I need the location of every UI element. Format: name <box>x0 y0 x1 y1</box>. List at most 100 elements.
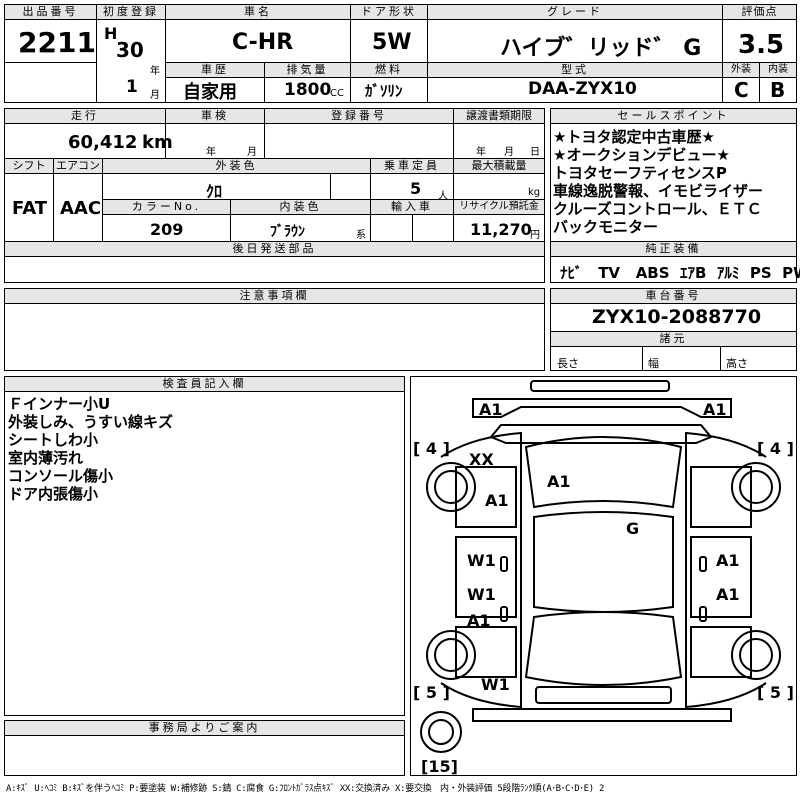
car-name: C-HR <box>232 30 294 55</box>
ext-score: C <box>734 78 749 102</box>
later-parts-label: 後日発送部品 <box>5 242 544 257</box>
damage-code: A1 <box>485 491 509 510</box>
tyre-front-right: [ 4 ] <box>757 439 794 458</box>
equipment-label: 純正装備 <box>551 242 796 257</box>
legend-text: A:ｷｽﾞ U:ﾍｺﾐ B:ｷｽﾞを伴うﾍｺﾐ P:要塗装 W:補修跡 S:錆 … <box>6 784 605 794</box>
history-label: 車歴 <box>166 63 264 78</box>
ac: AAC <box>60 198 102 219</box>
score: 3.5 <box>738 30 785 60</box>
transfer-label: 譲渡書類期限 <box>454 109 544 124</box>
reg-year: 30 <box>116 38 144 62</box>
damage-code: W1 <box>481 675 510 694</box>
inspector-label: 検査員記入欄 <box>5 377 404 392</box>
inspector-notes-list: Ｆインナー小U 外装しみ、うすい線キズ シートしわ小 室内薄汚れ コンソール傷小… <box>8 395 173 503</box>
equip-airbag: ｴｱB <box>680 264 707 282</box>
transfer-month-unit: 月 <box>504 147 514 158</box>
inspection-year-unit: 年 <box>206 147 216 158</box>
office-label: 事務局よりご案内 <box>5 721 404 736</box>
damage-code: A1 <box>716 551 740 570</box>
inspector-note: 外装しみ、うすい線キズ <box>8 413 174 431</box>
inspector-note: Ｆインナー小U <box>8 395 111 413</box>
interior-color: ﾌﾞﾗｳﾝ <box>270 224 305 240</box>
displacement-label: 排気量 <box>265 63 350 78</box>
equip-pw: PW <box>782 264 800 282</box>
capacity-label: 乗車定員 <box>371 159 453 174</box>
intcolor-label: 内装色 <box>231 200 370 215</box>
fuel: ｶﾞｿﾘﾝ <box>365 82 403 100</box>
sales-point: ★トヨタ認定中古車歴★ <box>553 128 715 146</box>
damage-code: W1 <box>467 585 496 604</box>
int-label: 内装 <box>760 63 796 78</box>
recycle-fee: 11,270 <box>470 220 532 239</box>
first-reg-label: 初度登録 <box>97 5 165 20</box>
inspector-note: コンソール傷小 <box>8 467 114 485</box>
inspector-note: ドア内張傷小 <box>8 485 99 503</box>
mileage-unit: km <box>142 132 173 153</box>
mileage: 60,412 <box>68 132 138 153</box>
door-label: ドア形状 <box>351 5 427 20</box>
capacity: 5 <box>410 179 422 198</box>
reg-month-unit: 月 <box>150 90 160 101</box>
reg-year-unit: 年 <box>150 66 160 77</box>
damage-code: A1 <box>467 611 491 630</box>
sales-point: トヨタセーフティセンスP <box>553 164 727 182</box>
inspector-note: 室内薄汚れ <box>8 449 84 467</box>
damage-code: A1 <box>547 472 571 491</box>
color-number: 209 <box>150 220 184 239</box>
interior-color-suffix: 系 <box>356 230 366 241</box>
tyre-front-left: [ 4 ] <box>413 439 450 458</box>
sales-points-list: ★トヨタ認定中古車歴★ ★オークションデビュー★ トヨタセーフティセンスP 車線… <box>553 128 763 236</box>
sales-label: セールスポイント <box>551 109 796 124</box>
colorno-label: カラーNo. <box>103 200 230 215</box>
equip-tv: TV <box>598 264 621 282</box>
sales-point: クルーズコントロール、ＥＴＣ <box>553 200 762 218</box>
era-letter: H <box>104 24 118 43</box>
transfer-year-unit: 年 <box>476 147 486 158</box>
color-label: 外装色 <box>103 159 370 174</box>
model-label: 型式 <box>428 63 722 78</box>
sales-point: 車線逸脱警報、イモビライザー <box>553 182 764 200</box>
load-unit: kg <box>528 187 541 198</box>
reg-month: 1 <box>126 77 138 97</box>
inspector-block <box>4 376 405 716</box>
displacement: 1800 <box>284 80 332 100</box>
fuel-label: 燃料 <box>351 63 427 78</box>
length-label: 長さ <box>557 357 579 370</box>
car-name-label: 車名 <box>166 5 350 20</box>
grade: ハイブ゛リッド゛ G <box>500 36 702 61</box>
damage-code: XX <box>469 450 494 469</box>
capacity-unit: 人 <box>438 191 448 202</box>
model-code: DAA-ZYX10 <box>528 79 637 99</box>
transfer-day-unit: 日 <box>530 147 540 158</box>
ac-label: エアコン <box>54 159 102 174</box>
mileage-label: 走行 <box>5 109 165 124</box>
damage-code: A1 <box>703 400 727 419</box>
sales-point: ★オークションデビュー★ <box>553 146 730 164</box>
displacement-unit: CC <box>330 88 344 99</box>
int-score: B <box>770 78 786 102</box>
shift: FAT <box>12 198 48 219</box>
chassis-number: ZYX10-2088770 <box>592 306 762 328</box>
recycle-label: リサイクル預託金 <box>454 200 544 215</box>
load-label: 最大積載量 <box>454 159 544 174</box>
inspector-note: シートしわ小 <box>8 431 99 449</box>
import-label: 輸入車 <box>371 200 453 215</box>
damage-code: W1 <box>467 551 496 570</box>
score-label: 評価点 <box>723 5 796 20</box>
door-type: 5W <box>372 30 412 55</box>
dims-label: 諸元 <box>551 332 796 347</box>
equip-abs: ABS <box>635 264 670 282</box>
tyre-rear-left: [ 5 ] <box>413 683 450 702</box>
equip-navi: ﾅﾋﾞ <box>560 264 583 282</box>
equipment-row: ﾅﾋﾞ TV ABS ｴｱB ｱﾙﾐ PS PW <box>560 262 800 283</box>
damage-code: A1 <box>479 400 503 419</box>
equip-alloy: ｱﾙﾐ <box>716 264 740 282</box>
shift-label: シフト <box>5 159 53 174</box>
top-block <box>4 4 797 103</box>
tyre-spare: [15] <box>421 757 458 776</box>
recycle-yen: 円 <box>530 230 540 241</box>
inspection-month-unit: 月 <box>247 147 257 158</box>
tyre-rear-right: [ 5 ] <box>757 683 794 702</box>
lot-label: 出品番号 <box>5 5 96 20</box>
sales-point: バックモニター <box>553 218 659 236</box>
